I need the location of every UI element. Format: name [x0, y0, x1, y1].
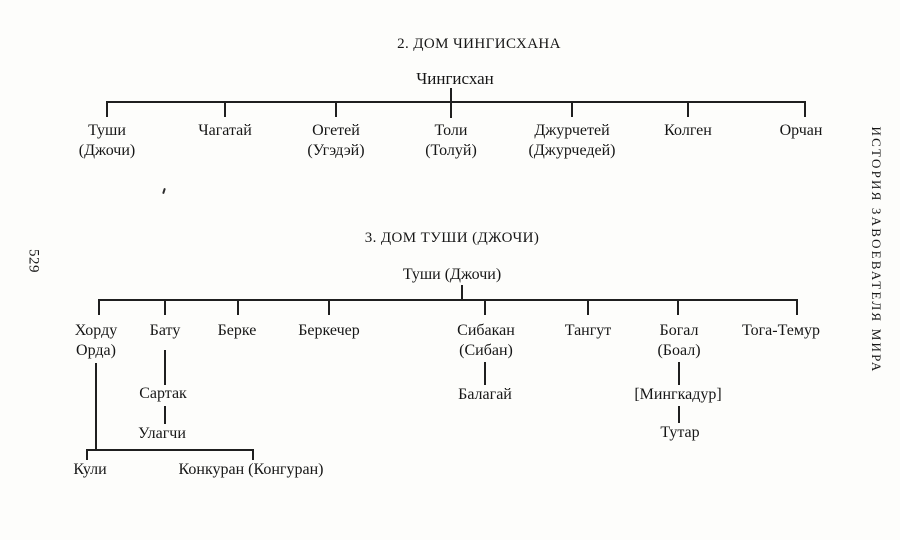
- tree3-root-tushi: Туши (Джочи): [402, 266, 502, 283]
- tree3-drop-tangut: [587, 299, 589, 315]
- node-chagatai: Чагатай: [198, 122, 252, 139]
- stray-print-mark: [162, 187, 166, 195]
- tree3-bus-line: [98, 299, 798, 301]
- node-tutar: Тутар: [660, 424, 700, 441]
- tree3-root-stub-line: [461, 285, 463, 301]
- tree2-drop-orchan: [804, 101, 806, 117]
- node-konkuran: Конкуран (Конгуран): [178, 461, 324, 478]
- mingkadur-tutar-line: [678, 406, 680, 423]
- node-sartak: Сартак: [139, 385, 187, 402]
- sartak-ulagchi-line: [164, 406, 166, 424]
- tree3-drop-berke: [237, 299, 239, 315]
- tree3-drop-berkecher: [328, 299, 330, 315]
- node-batu: Бату: [149, 322, 181, 339]
- tree3-drop-sibakan: [484, 299, 486, 315]
- node-khordu: Хорду Орда): [74, 322, 118, 359]
- tree3-drop-batu: [164, 299, 166, 315]
- node-kuli: Кули: [73, 461, 107, 478]
- drop-konkuran: [252, 449, 254, 460]
- running-title: ИСТОРИЯ ЗАВОЕВАТЕЛЯ МИРА: [869, 126, 884, 374]
- node-dzhurchetei: Джурчетей (Джурчедей): [528, 122, 616, 159]
- bogal-mingkadur-line: [678, 362, 680, 385]
- node-mingkadur: [Мингкадур]: [634, 386, 722, 403]
- tree2-root-chingiskhan: Чингисхан: [416, 69, 494, 88]
- tree3-title: 3. ДОМ ТУШИ (ДЖОЧИ): [364, 230, 540, 246]
- tree2-drop-chagatai: [224, 101, 226, 117]
- tree2-drop-dzhurchetei: [571, 101, 573, 117]
- node-berke: Берке: [217, 322, 257, 339]
- sibakan-balagai-line: [484, 362, 486, 385]
- tree2-root-stub-line: [450, 88, 452, 118]
- batu-sartak-line: [164, 350, 166, 385]
- tree3-drop-toga-temur: [796, 299, 798, 315]
- drop-kuli: [86, 449, 88, 460]
- node-kolgen: Колген: [664, 122, 712, 139]
- tree2-drop-tushi: [106, 101, 108, 117]
- page-number: 529: [25, 249, 42, 273]
- node-balagai: Балагай: [458, 386, 512, 403]
- node-orchan: Орчан: [779, 122, 823, 139]
- khordu-children-bus: [86, 449, 254, 451]
- node-tangut: Тангут: [564, 322, 612, 339]
- tree2-drop-ogetei: [335, 101, 337, 117]
- tree3-drop-khordu: [98, 299, 100, 315]
- node-sibakan: Сибакан (Сибан): [457, 322, 515, 359]
- node-ulagchi: Улагчи: [138, 425, 186, 442]
- khordu-descent-line: [95, 363, 97, 451]
- tree2-drop-kolgen: [687, 101, 689, 117]
- node-toga-temur: Тога-Темур: [742, 322, 820, 339]
- node-ogetei: Огетей (Угэдэй): [307, 122, 365, 159]
- node-tushi: Туши (Джочи): [78, 122, 136, 159]
- node-bogal: Богал (Боал): [657, 322, 701, 359]
- node-berkecher: Беркечер: [298, 322, 360, 339]
- tree2-bus-line: [106, 101, 806, 103]
- tree2-title: 2. ДОМ ЧИНГИСХАНА: [397, 36, 561, 52]
- node-toli: Толи (Толуй): [425, 122, 477, 159]
- tree3-drop-bogal: [677, 299, 679, 315]
